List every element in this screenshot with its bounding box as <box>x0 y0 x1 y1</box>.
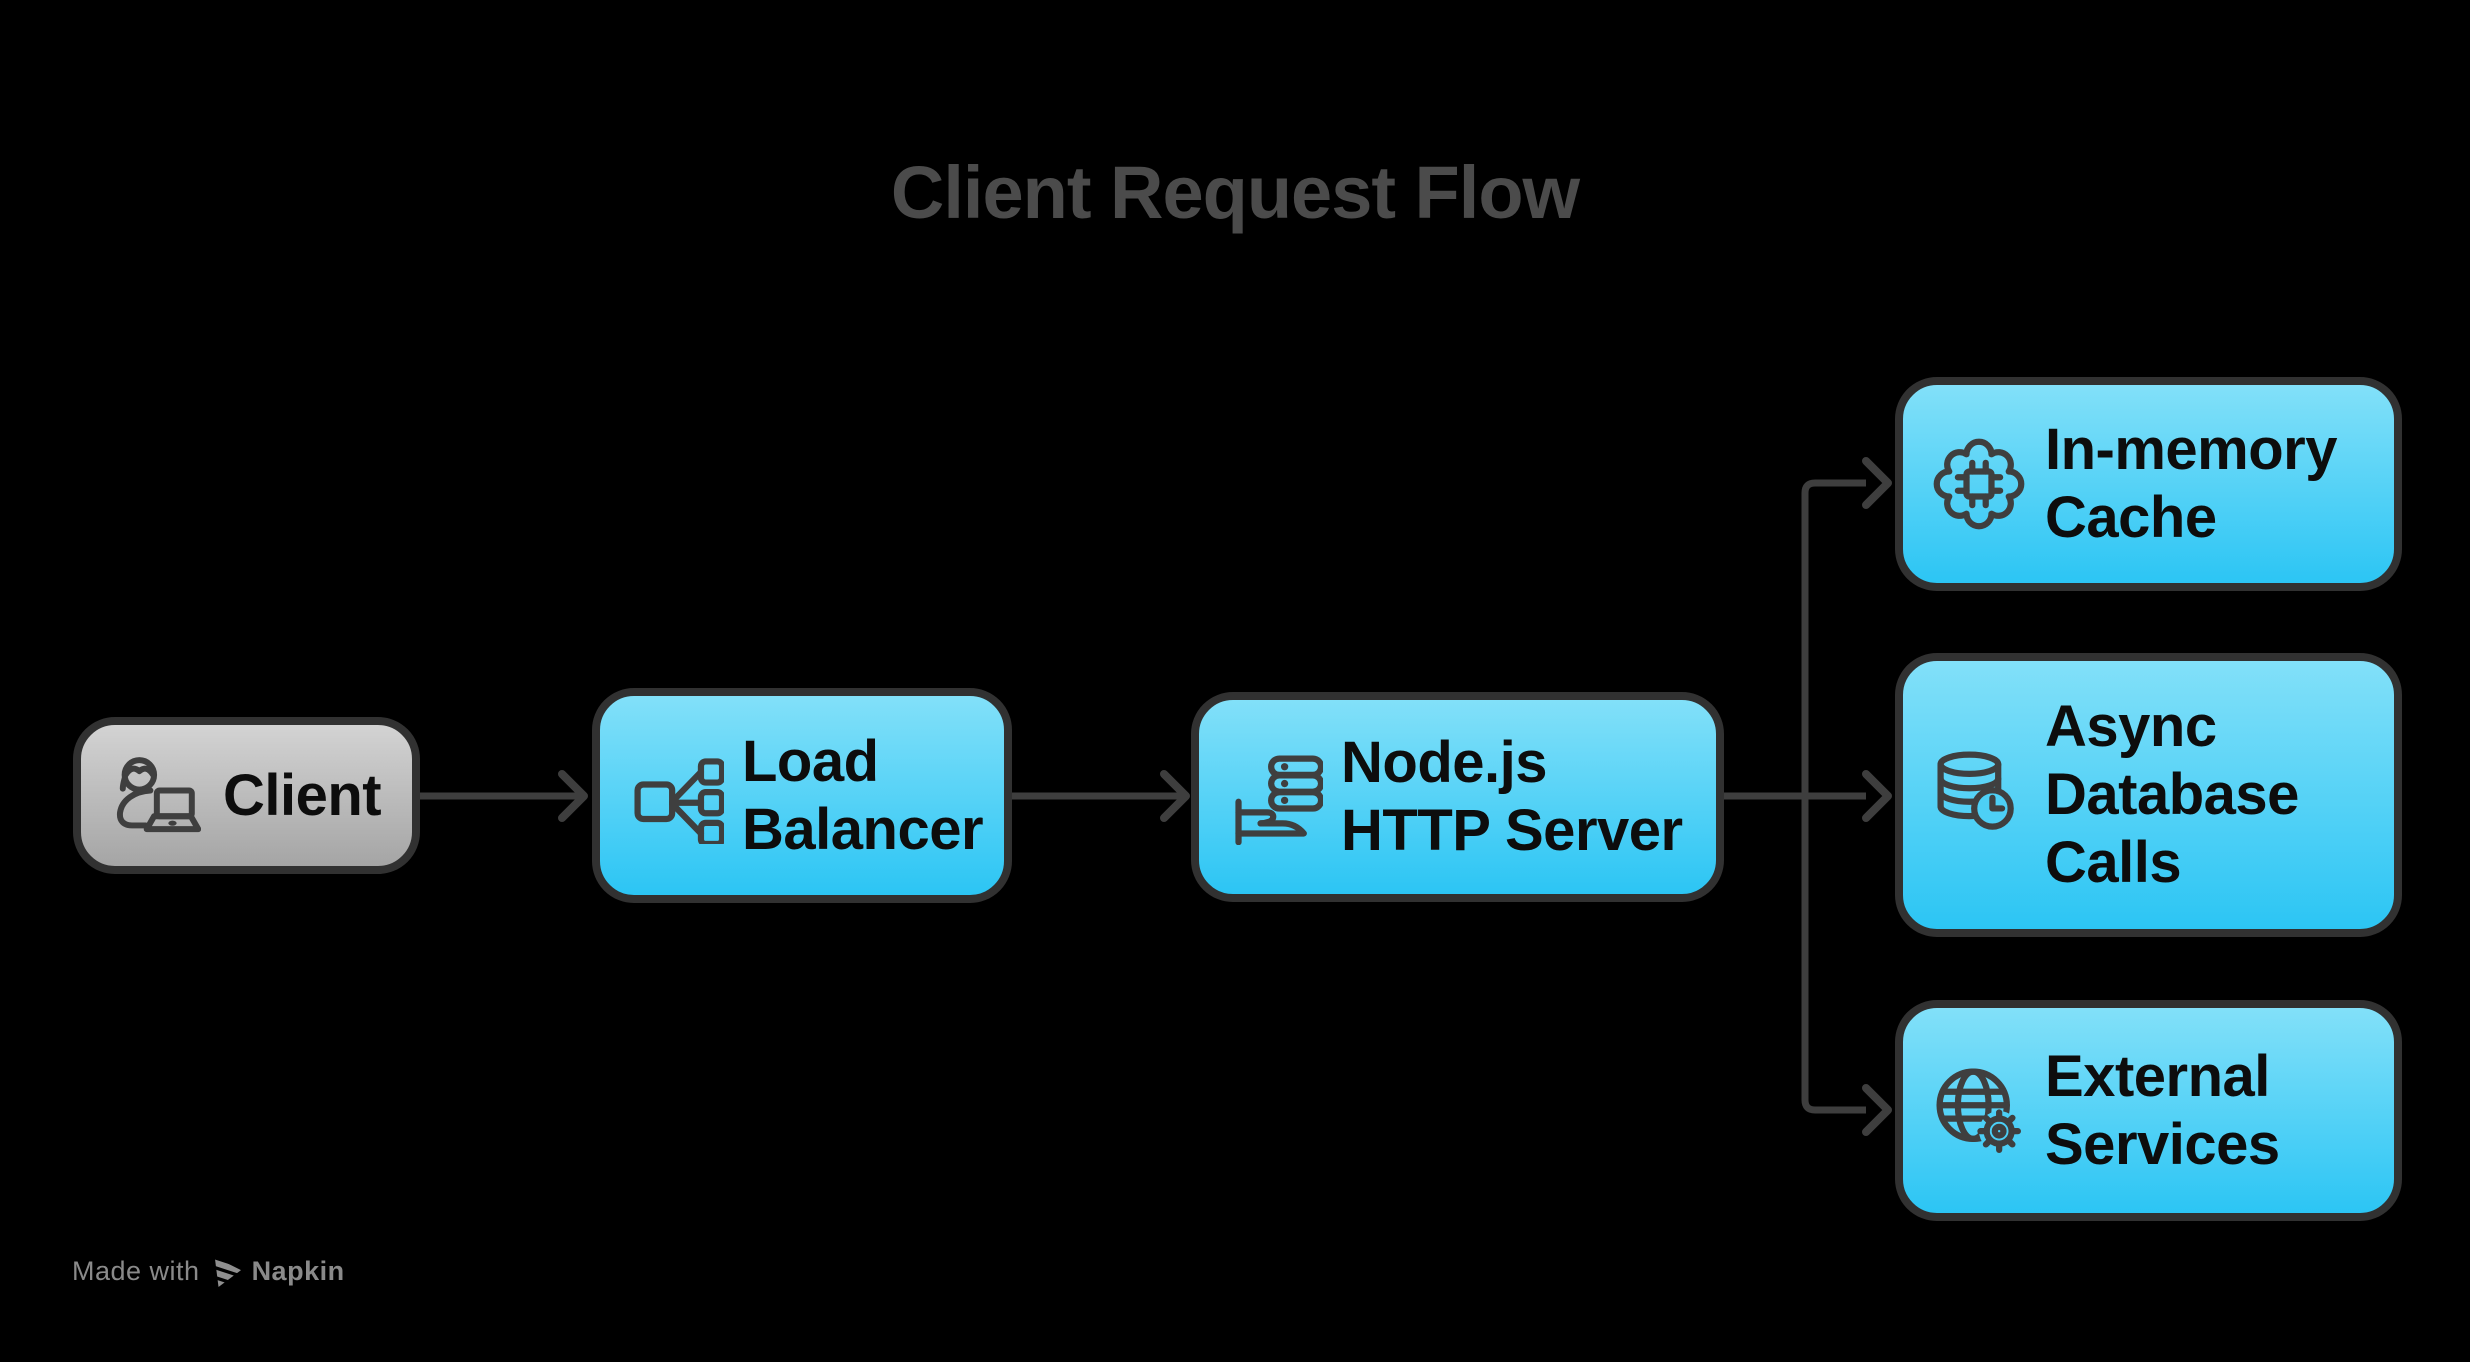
arrowhead-loadbalancer-to-server <box>1160 770 1190 822</box>
node-async-db[interactable]: Async Database Calls <box>1895 653 2402 937</box>
arrowhead-to-asyncdb <box>1862 770 1892 822</box>
arrowhead-to-cache <box>1862 457 1892 509</box>
node-load-balancer-label: Load Balancer <box>742 728 984 862</box>
node-client-label: Client <box>223 762 382 828</box>
diagram-title: Client Request Flow <box>890 151 1580 234</box>
node-load-balancer[interactable]: Load Balancer <box>592 688 1012 903</box>
napkin-logo-icon <box>211 1256 241 1287</box>
server-hand-icon <box>1227 749 1323 845</box>
watermark: Made with Napkin <box>72 1256 345 1287</box>
arrowhead-client-to-loadbalancer <box>558 770 588 822</box>
node-client[interactable]: Client <box>73 717 420 874</box>
node-async-db-label: Async Database Calls <box>2045 694 2299 895</box>
watermark-text: Made with <box>72 1256 200 1286</box>
database-clock-icon <box>1931 747 2027 843</box>
load-balancer-icon <box>628 748 724 844</box>
globe-gear-icon <box>1931 1063 2027 1159</box>
connector-branch-trunk <box>1801 479 1866 1114</box>
node-http-server[interactable]: Node.js HTTP Server <box>1191 692 1724 902</box>
node-cache-label: In-memory Cache <box>2045 417 2338 550</box>
arrowhead-to-external <box>1862 1084 1892 1136</box>
person-laptop-icon <box>109 750 201 842</box>
watermark-brand[interactable]: Napkin <box>251 1256 345 1286</box>
brain-chip-icon <box>1931 436 2027 532</box>
node-http-server-label: Node.js HTTP Server <box>1341 730 1683 863</box>
node-external-label: External Services <box>2045 1043 2280 1177</box>
node-cache[interactable]: In-memory Cache <box>1895 377 2402 591</box>
node-external[interactable]: External Services <box>1895 1000 2402 1221</box>
